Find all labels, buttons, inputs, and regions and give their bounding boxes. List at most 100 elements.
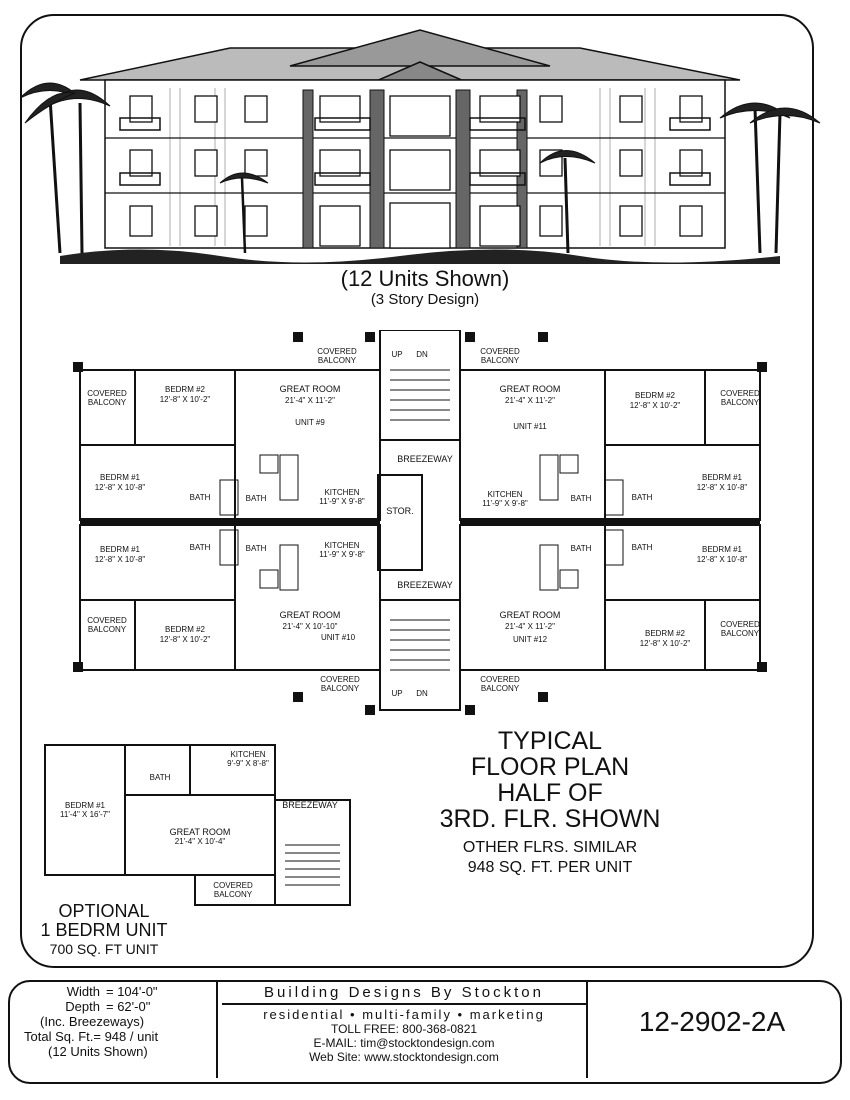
optional-kitchen-size: 9'-9" X 8'-8" — [227, 759, 269, 768]
unit-9-label: UNIT #9 — [295, 418, 325, 427]
width-row: Width = 104'-0" — [12, 984, 212, 999]
bath-label-3: BATH — [190, 543, 211, 552]
bedrm2-bl-size: 12'-8" X 10'-2" — [160, 635, 211, 644]
elevation-balcony-rails — [119, 117, 711, 186]
elevation-windows — [129, 95, 703, 249]
depth-value: = 62'-0" — [106, 999, 151, 1014]
optional-bedrm-size: 11'-4" X 16'-7" — [60, 810, 110, 819]
width-label: Width — [66, 984, 100, 999]
bath-label-7: BATH — [571, 544, 592, 553]
bath-label-1: BATH — [190, 493, 211, 502]
optional-unit-sqft: 700 SQ. FT UNIT — [49, 941, 159, 957]
footer-brand: Building Designs By Stockton residential… — [222, 984, 586, 1064]
optional-title-line-1: OPTIONAL — [58, 901, 150, 921]
balcony-br-balcony: BALCONY — [481, 684, 520, 693]
optional-unit-plan: BEDRM #1 11'-4" X 16'-7" GREAT ROOM 21'-… — [44, 744, 351, 906]
footer-divider-left — [216, 982, 218, 1078]
balcony-tl-balcony: BALCONY — [318, 356, 357, 365]
bedrm2-bl-label: BEDRM #2 — [165, 625, 206, 634]
company-name: Building Designs By Stockton — [222, 984, 586, 1005]
bath-label-6: BATH — [632, 493, 653, 502]
balcony-tl-covered: COVERED — [317, 347, 357, 356]
floor-plan-title-line-2: FLOOR PLAN — [470, 753, 630, 781]
bedrm1-tl-size: 12'-8" X 10'-8" — [95, 483, 146, 492]
great-room-11-size: 21'-4" X 11'-2" — [505, 396, 555, 405]
bath-label-4: BATH — [246, 544, 267, 553]
floor-plan-title-line-3: HALF OF — [497, 779, 603, 807]
great-room-9-size: 21'-4" X 11'-2" — [285, 396, 335, 405]
stair-top-up: UP — [391, 350, 402, 359]
balcony-tr-balcony: BALCONY — [481, 356, 520, 365]
plan-fixtures — [219, 454, 624, 591]
other-floors-note: OTHER FLRS. SIMILAR — [462, 839, 638, 856]
toll-free: TOLL FREE: 800-368-0821 — [330, 1022, 478, 1036]
elevation-shrubs — [60, 249, 780, 264]
great-room-12-label: GREAT ROOM — [500, 610, 561, 620]
footer-divider-right — [586, 982, 588, 1078]
website-link[interactable]: Web Site: www.stocktondesign.com — [309, 1050, 499, 1064]
depth-row: Depth = 62'-0" — [12, 999, 212, 1014]
elevation-caption: (12 Units Shown) — [340, 266, 510, 291]
great-room-9-label: GREAT ROOM — [280, 384, 341, 394]
elevation-floor-lines — [105, 137, 725, 194]
bedrm2-tr-size: 12'-8" X 10'-2" — [630, 401, 681, 410]
optional-bedrm-label: BEDRM #1 — [65, 801, 106, 810]
optional-unit-title: OPTIONAL 1 BEDRM UNIT 700 SQ. FT UNIT — [14, 902, 194, 959]
company-tagline: residential • multi-family • marketing — [263, 1007, 545, 1022]
palm-tree-left — [20, 82, 111, 254]
balcony-tr-covered: COVERED — [480, 347, 520, 356]
kitchen-bottom-left-size: 11'-9" X 9'-8" — [319, 550, 365, 559]
storage-label: STOR. — [386, 506, 413, 516]
bedrm2-tr-label: BEDRM #2 — [635, 391, 676, 400]
great-room-12-size: 21'-4" X 11'-2" — [505, 622, 555, 631]
balcony-bl-covered: COVERED — [320, 675, 360, 684]
plan-number: 12-2902-2A — [638, 1006, 786, 1037]
optional-bath-label: BATH — [150, 773, 171, 782]
units-shown: (12 Units Shown) — [48, 1044, 148, 1059]
balcony-br-covered: COVERED — [480, 675, 520, 684]
kitchen-top-left-size: 11'-9" X 9'-8" — [319, 497, 365, 506]
bath-label-8: BATH — [632, 543, 653, 552]
breezeway-top-label: BREEZEWAY — [397, 454, 453, 464]
optional-balcony-balcony: BALCONY — [214, 890, 253, 899]
great-room-10-label: GREAT ROOM — [280, 610, 341, 620]
floor-plan: BEDRM #2 12'-8" X 10'-2" BEDRM #1 12'-8"… — [73, 330, 767, 715]
great-room-11-label: GREAT ROOM — [500, 384, 561, 394]
bedrm2-tl-size: 12'-8" X 10'-2" — [160, 395, 211, 404]
bedrm1-br-size: 12'-8" X 10'-8" — [697, 555, 748, 564]
bedrm2-br-label: BEDRM #2 — [645, 629, 686, 638]
optional-stair-treads — [285, 844, 340, 886]
unit-party-wall-right — [460, 518, 760, 525]
breezeway-bottom-label: BREEZEWAY — [397, 580, 453, 590]
stair-bottom-dn: DN — [416, 689, 428, 698]
bedrm1-bl-size: 12'-8" X 10'-8" — [95, 555, 146, 564]
building-elevation — [20, 29, 821, 264]
unit-party-wall-left — [80, 518, 380, 525]
great-room-10-size: 21'-4" X 10'-10" — [283, 622, 338, 631]
elevation-subcaption: (3 Story Design) — [370, 291, 480, 308]
optional-great-room-label: GREAT ROOM — [170, 827, 231, 837]
floor-plan-title-line-1: TYPICAL — [497, 727, 603, 755]
email-link[interactable]: E-MAIL: tim@stocktondesign.com — [313, 1036, 495, 1050]
optional-title-line-2: 1 BEDRM UNIT — [40, 920, 168, 940]
stair-top-dn: DN — [416, 350, 428, 359]
sqft-per-unit: 948 SQ. FT. PER UNIT — [467, 859, 633, 876]
depth-label: Depth — [65, 999, 100, 1014]
bedrm2-tl-label: BEDRM #2 — [165, 385, 206, 394]
balcony-rt-balcony: BALCONY — [721, 398, 760, 407]
optional-kitchen-label: KITCHEN — [230, 750, 265, 759]
bedrm1-bl-label: BEDRM #1 — [100, 545, 141, 554]
balcony-rt-covered: COVERED — [720, 389, 760, 398]
optional-breezeway-label: BREEZEWAY — [282, 800, 338, 810]
floor-plan-title-line-4: 3RD. FLR. SHOWN — [439, 805, 661, 833]
bath-label-5: BATH — [571, 494, 592, 503]
palm-tree-center — [219, 150, 596, 254]
bedrm2-br-size: 12'-8" X 10'-2" — [640, 639, 691, 648]
palm-tree-right — [719, 102, 821, 254]
optional-unit-walls — [44, 744, 351, 906]
floor-plan-title: TYPICAL FLOOR PLAN HALF OF 3RD. FLR. SHO… — [360, 728, 740, 878]
elevation-roof — [79, 29, 741, 89]
unit-11-label: UNIT #11 — [513, 422, 547, 431]
stair-treads — [390, 369, 450, 671]
elevation-columns — [302, 89, 528, 249]
